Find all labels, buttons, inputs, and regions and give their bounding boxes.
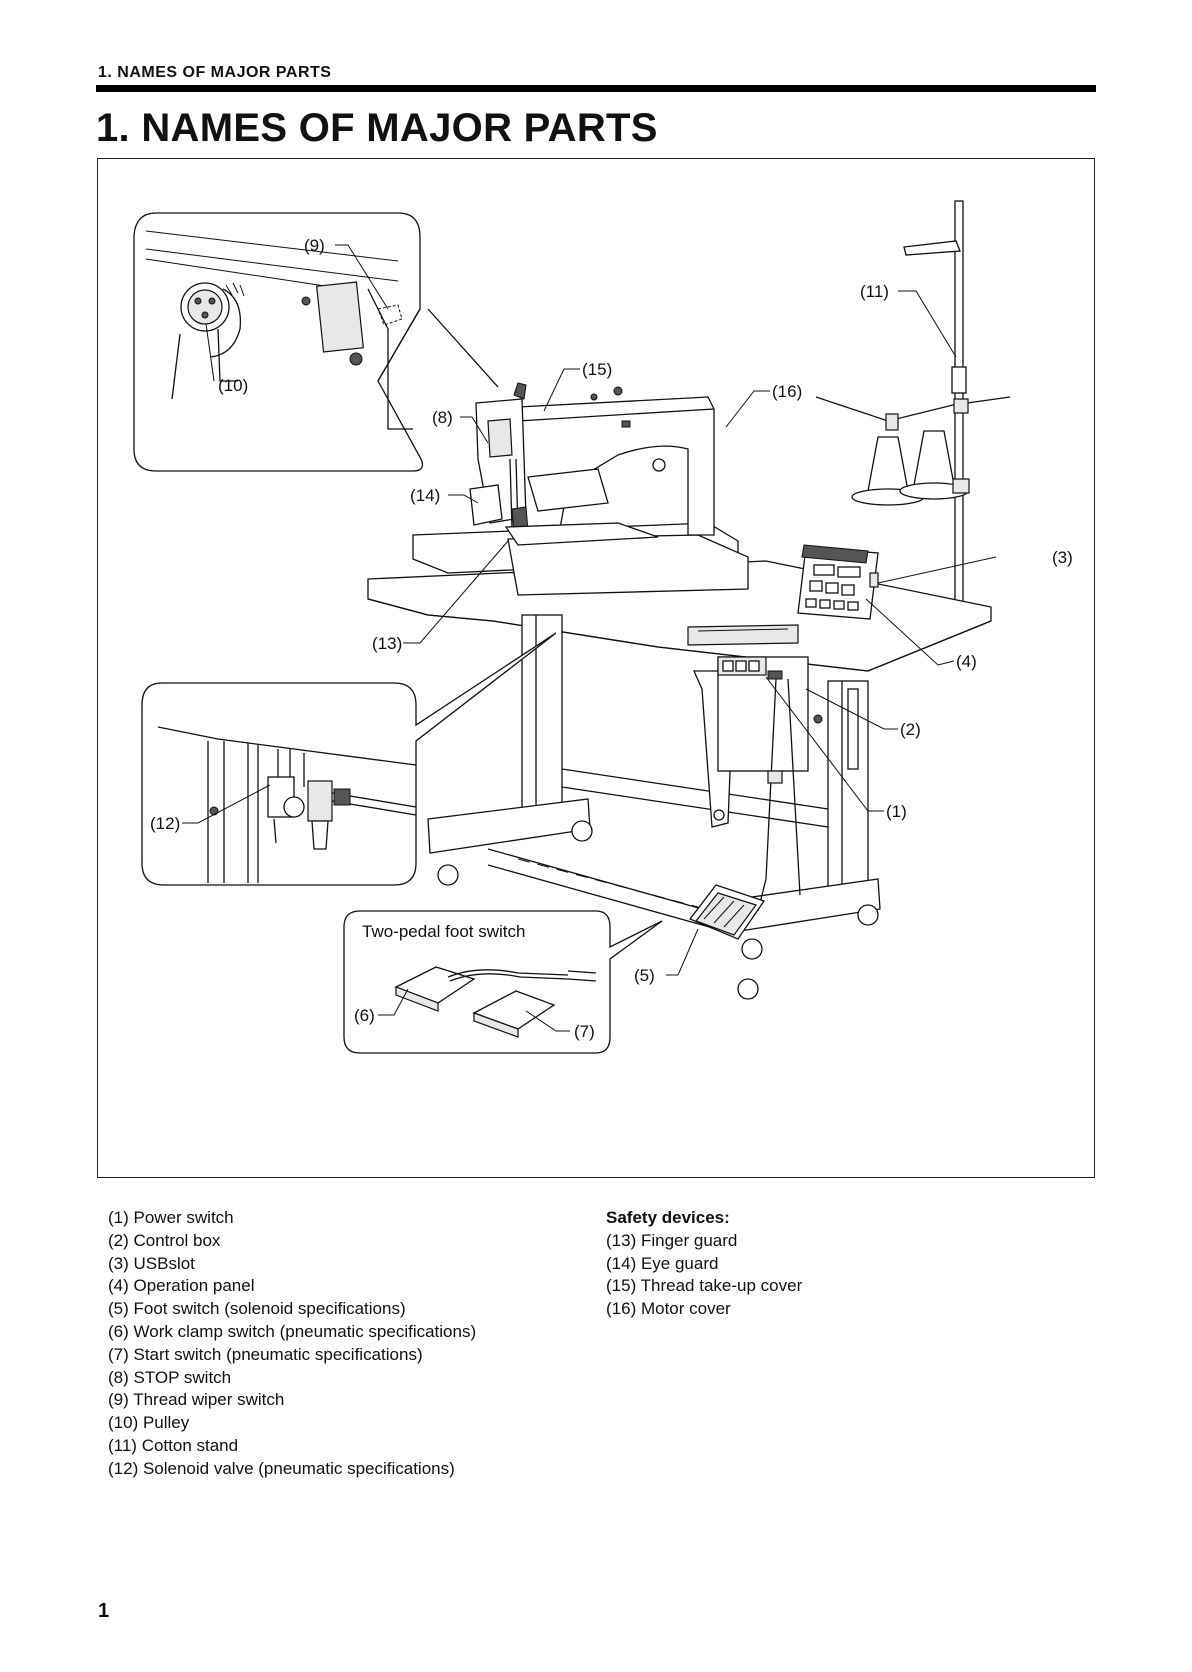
callout-5: (5) — [634, 966, 655, 985]
safety-devices-heading: Safety devices: — [606, 1208, 730, 1227]
machine-head — [412, 382, 749, 596]
callout-7: (7) — [574, 1022, 595, 1041]
header-rule — [96, 85, 1096, 92]
operation-panel — [797, 544, 879, 620]
page-number: 1 — [98, 1600, 110, 1622]
legend-item: (14) Eye guard — [606, 1253, 719, 1273]
callout-15: (15) — [582, 360, 612, 379]
callout-6: (6) — [354, 1006, 375, 1025]
legend-item: (6) Work clamp switch (pneumatic specifi… — [108, 1321, 477, 1341]
inset-two-pedal-switch — [343, 910, 663, 1054]
foot-switch-caption: Two-pedal foot switch — [362, 922, 525, 941]
callout-9: (9) — [304, 236, 325, 255]
running-head: 1. NAMES OF MAJOR PARTS — [98, 64, 332, 81]
page-title: 1. NAMES OF MAJOR PARTS — [96, 106, 658, 150]
legend-item: (10) Pulley — [108, 1413, 190, 1433]
legend-item: (8) STOP switch — [108, 1367, 232, 1387]
legend-item: (11) Cotton stand — [108, 1435, 239, 1455]
callout-4: (4) — [956, 652, 977, 671]
callout-1: (1) — [886, 802, 907, 821]
callout-11: (11) — [860, 282, 889, 301]
legend-item: (2) Control box — [108, 1230, 221, 1250]
safety-devices-legend: Safety devices: (13) Finger guard (14) E… — [606, 1207, 802, 1321]
legend-item: (16) Motor cover — [606, 1299, 731, 1319]
foot-pedal — [688, 884, 766, 940]
callout-labels: (9) (10) (11) (15) (16) (8) (14) (13) (3… — [150, 236, 1073, 1041]
callout-16: (16) — [772, 382, 802, 401]
legend-item: (5) Foot switch (solenoid specifications… — [108, 1299, 406, 1319]
inset-pulley-detail — [133, 212, 499, 472]
sewing-machine-illustration: (9) (10) (11) (15) (16) (8) (14) (13) (3… — [133, 200, 1073, 1054]
legend-item: (13) Finger guard — [606, 1230, 738, 1250]
table-frame — [427, 614, 881, 1000]
callout-13: (13) — [372, 634, 402, 653]
cotton-stand — [815, 200, 1011, 625]
legend-item: (9) Thread wiper switch — [108, 1390, 285, 1410]
inset-solenoid-valve — [141, 632, 557, 886]
legend-item: (3) USBslot — [108, 1253, 195, 1273]
legend-item: (1) Power switch — [108, 1208, 234, 1227]
callout-10: (10) — [218, 376, 248, 395]
legend-item: (15) Thread take-up cover — [606, 1276, 803, 1296]
parts-legend-left: (1) Power switch (2) Control box (3) USB… — [108, 1207, 476, 1481]
callout-12: (12) — [150, 814, 180, 833]
callout-2: (2) — [900, 720, 921, 739]
legend-item: (7) Start switch (pneumatic specificatio… — [108, 1344, 423, 1364]
legend-item: (4) Operation panel — [108, 1276, 255, 1296]
leader-lines — [182, 244, 997, 1032]
legend-item: (12) Solenoid valve (pneumatic specifica… — [108, 1458, 455, 1478]
parts-diagram: (9) (10) (11) (15) (16) (8) (14) (13) (3… — [97, 158, 1095, 1178]
callout-14: (14) — [410, 486, 440, 505]
callout-8: (8) — [432, 408, 453, 427]
callout-3: (3) — [1052, 548, 1073, 567]
